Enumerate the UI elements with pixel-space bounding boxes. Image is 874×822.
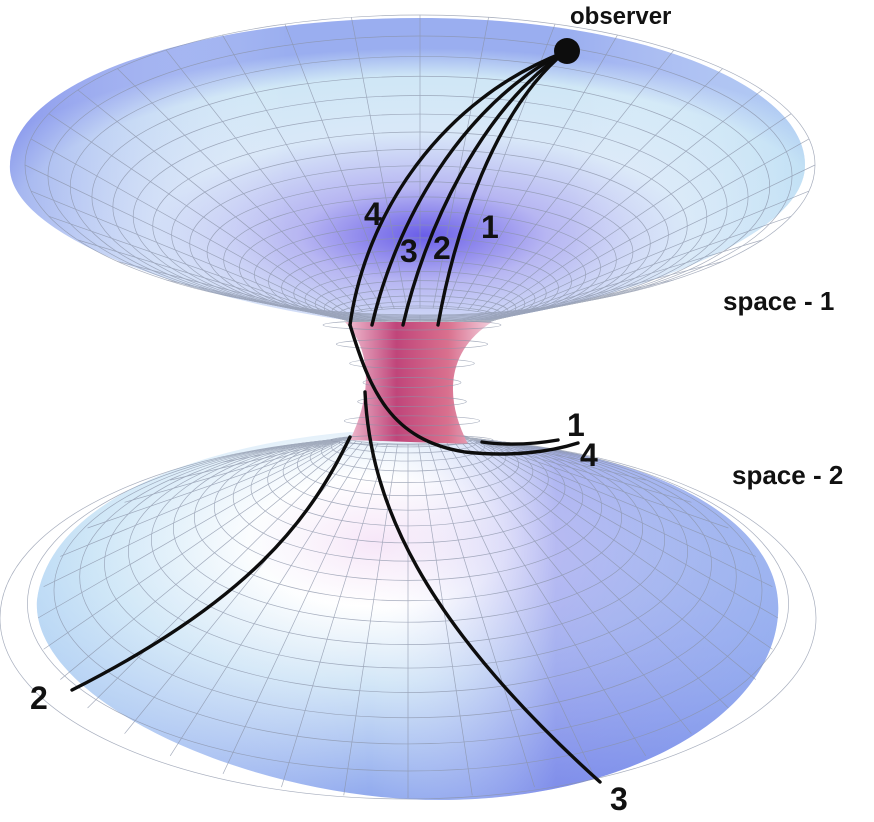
lower-grid-spoke: [60, 435, 352, 557]
upper-grid-spoke: [477, 68, 723, 312]
lower-grid-spoke: [60, 439, 352, 680]
throat-grid-ring: [330, 434, 494, 446]
upper-grid-spoke: [493, 190, 810, 321]
upper-grid-spoke: [48, 215, 350, 322]
lower-grid-spoke: [170, 433, 370, 481]
upper-grid-spoke: [484, 239, 763, 324]
upper-grid-spoke: [77, 89, 356, 314]
upper-grid-spoke: [222, 34, 383, 310]
upper-grid-spoke: [77, 239, 356, 324]
path-4-throat: [348, 323, 580, 456]
upper-grid-spoke: [48, 113, 350, 315]
observer-marker: [554, 38, 580, 64]
lower-grid-spoke: [446, 442, 647, 757]
lower-sheet: [0, 431, 817, 800]
lower-grid-spoke: [87, 440, 357, 709]
upper-grid-spoke: [165, 49, 373, 311]
upper-path-label-3: 3: [400, 233, 418, 269]
space-2-label: space - 2: [732, 460, 843, 490]
lower-grid-spoke: [43, 436, 350, 588]
lower-grid-spoke: [43, 438, 350, 650]
lower-grid-spoke: [124, 441, 363, 734]
upper-grid-spoke: [467, 49, 675, 311]
upper-grid-spoke: [484, 89, 763, 314]
upper-grid-spoke: [284, 23, 395, 309]
path-3-upper: [370, 50, 567, 327]
lower-grid-spoke: [466, 436, 773, 588]
upper-grid-spoke: [351, 17, 408, 309]
throat-grid-ring: [343, 415, 481, 427]
path-1-throat: [480, 438, 560, 446]
lower-grid-spoke: [428, 443, 535, 788]
lower-grid-spoke: [467, 437, 779, 619]
upper-sheet: [9, 14, 816, 329]
throat-grid-ring: [322, 319, 502, 331]
throat-path-label-4: 4: [580, 437, 598, 473]
lower-grid-spoke: [124, 433, 363, 503]
path-1-upper: [436, 50, 567, 327]
throat-grid-ring: [335, 338, 489, 350]
lower-grid-spoke: [37, 437, 349, 619]
upper-grid-spoke: [117, 261, 363, 325]
lower-grid-spoke: [222, 443, 379, 775]
upper-grid-spoke: [490, 215, 792, 322]
path-3-lower: [363, 390, 602, 784]
lower-grid-spoke: [453, 441, 692, 734]
lower-grid-spoke: [459, 440, 729, 709]
upper-grid-spoke: [117, 68, 363, 312]
upper-path-label-4: 4: [364, 196, 382, 232]
lower-grid-spoke: [418, 443, 473, 796]
lower-grid-spoke: [459, 434, 729, 529]
upper-grid-spoke: [30, 138, 347, 317]
lower-grid-spoke: [437, 443, 594, 775]
geodesic-paths: [70, 50, 602, 784]
upper-grid-spoke: [30, 190, 347, 321]
throat: [322, 319, 502, 446]
throat-grid-ring: [362, 377, 462, 388]
observer-label: observer: [570, 3, 671, 30]
path-2-upper: [401, 50, 567, 327]
upper-path-label-1: 1: [481, 209, 499, 245]
throat-path-label-1: 1: [567, 407, 585, 443]
upper-grid-spoke: [490, 113, 792, 315]
lower-grid-spoke: [464, 435, 756, 557]
lower-grid-spoke: [466, 438, 773, 650]
upper-grid-spoke: [432, 17, 489, 309]
space-1-label: space - 1: [723, 286, 834, 316]
lower-grid-spoke: [169, 442, 370, 757]
lower-path-label-3: 3: [610, 781, 628, 817]
lower-grid-spoke: [281, 443, 388, 788]
path-4-upper: [348, 50, 567, 327]
lower-grid-spoke: [453, 433, 692, 503]
path-2-lower: [70, 435, 352, 692]
upper-grid-spoke: [457, 34, 618, 310]
throat-grid-ring: [349, 357, 475, 369]
upper-grid-spoke: [24, 164, 346, 319]
upper-grid-spoke: [494, 164, 816, 319]
upper-path-label-2: 2: [433, 230, 451, 266]
upper-grid-spoke: [445, 23, 556, 309]
lower-grid-spoke: [464, 439, 756, 680]
upper-grid-spoke: [493, 138, 810, 317]
upper-grid-spoke: [477, 261, 723, 325]
lower-grid-spoke: [87, 434, 357, 529]
lower-path-label-2: 2: [30, 680, 48, 716]
upper-grid-spoke: [457, 294, 618, 328]
throat-grid-ring: [357, 396, 467, 408]
